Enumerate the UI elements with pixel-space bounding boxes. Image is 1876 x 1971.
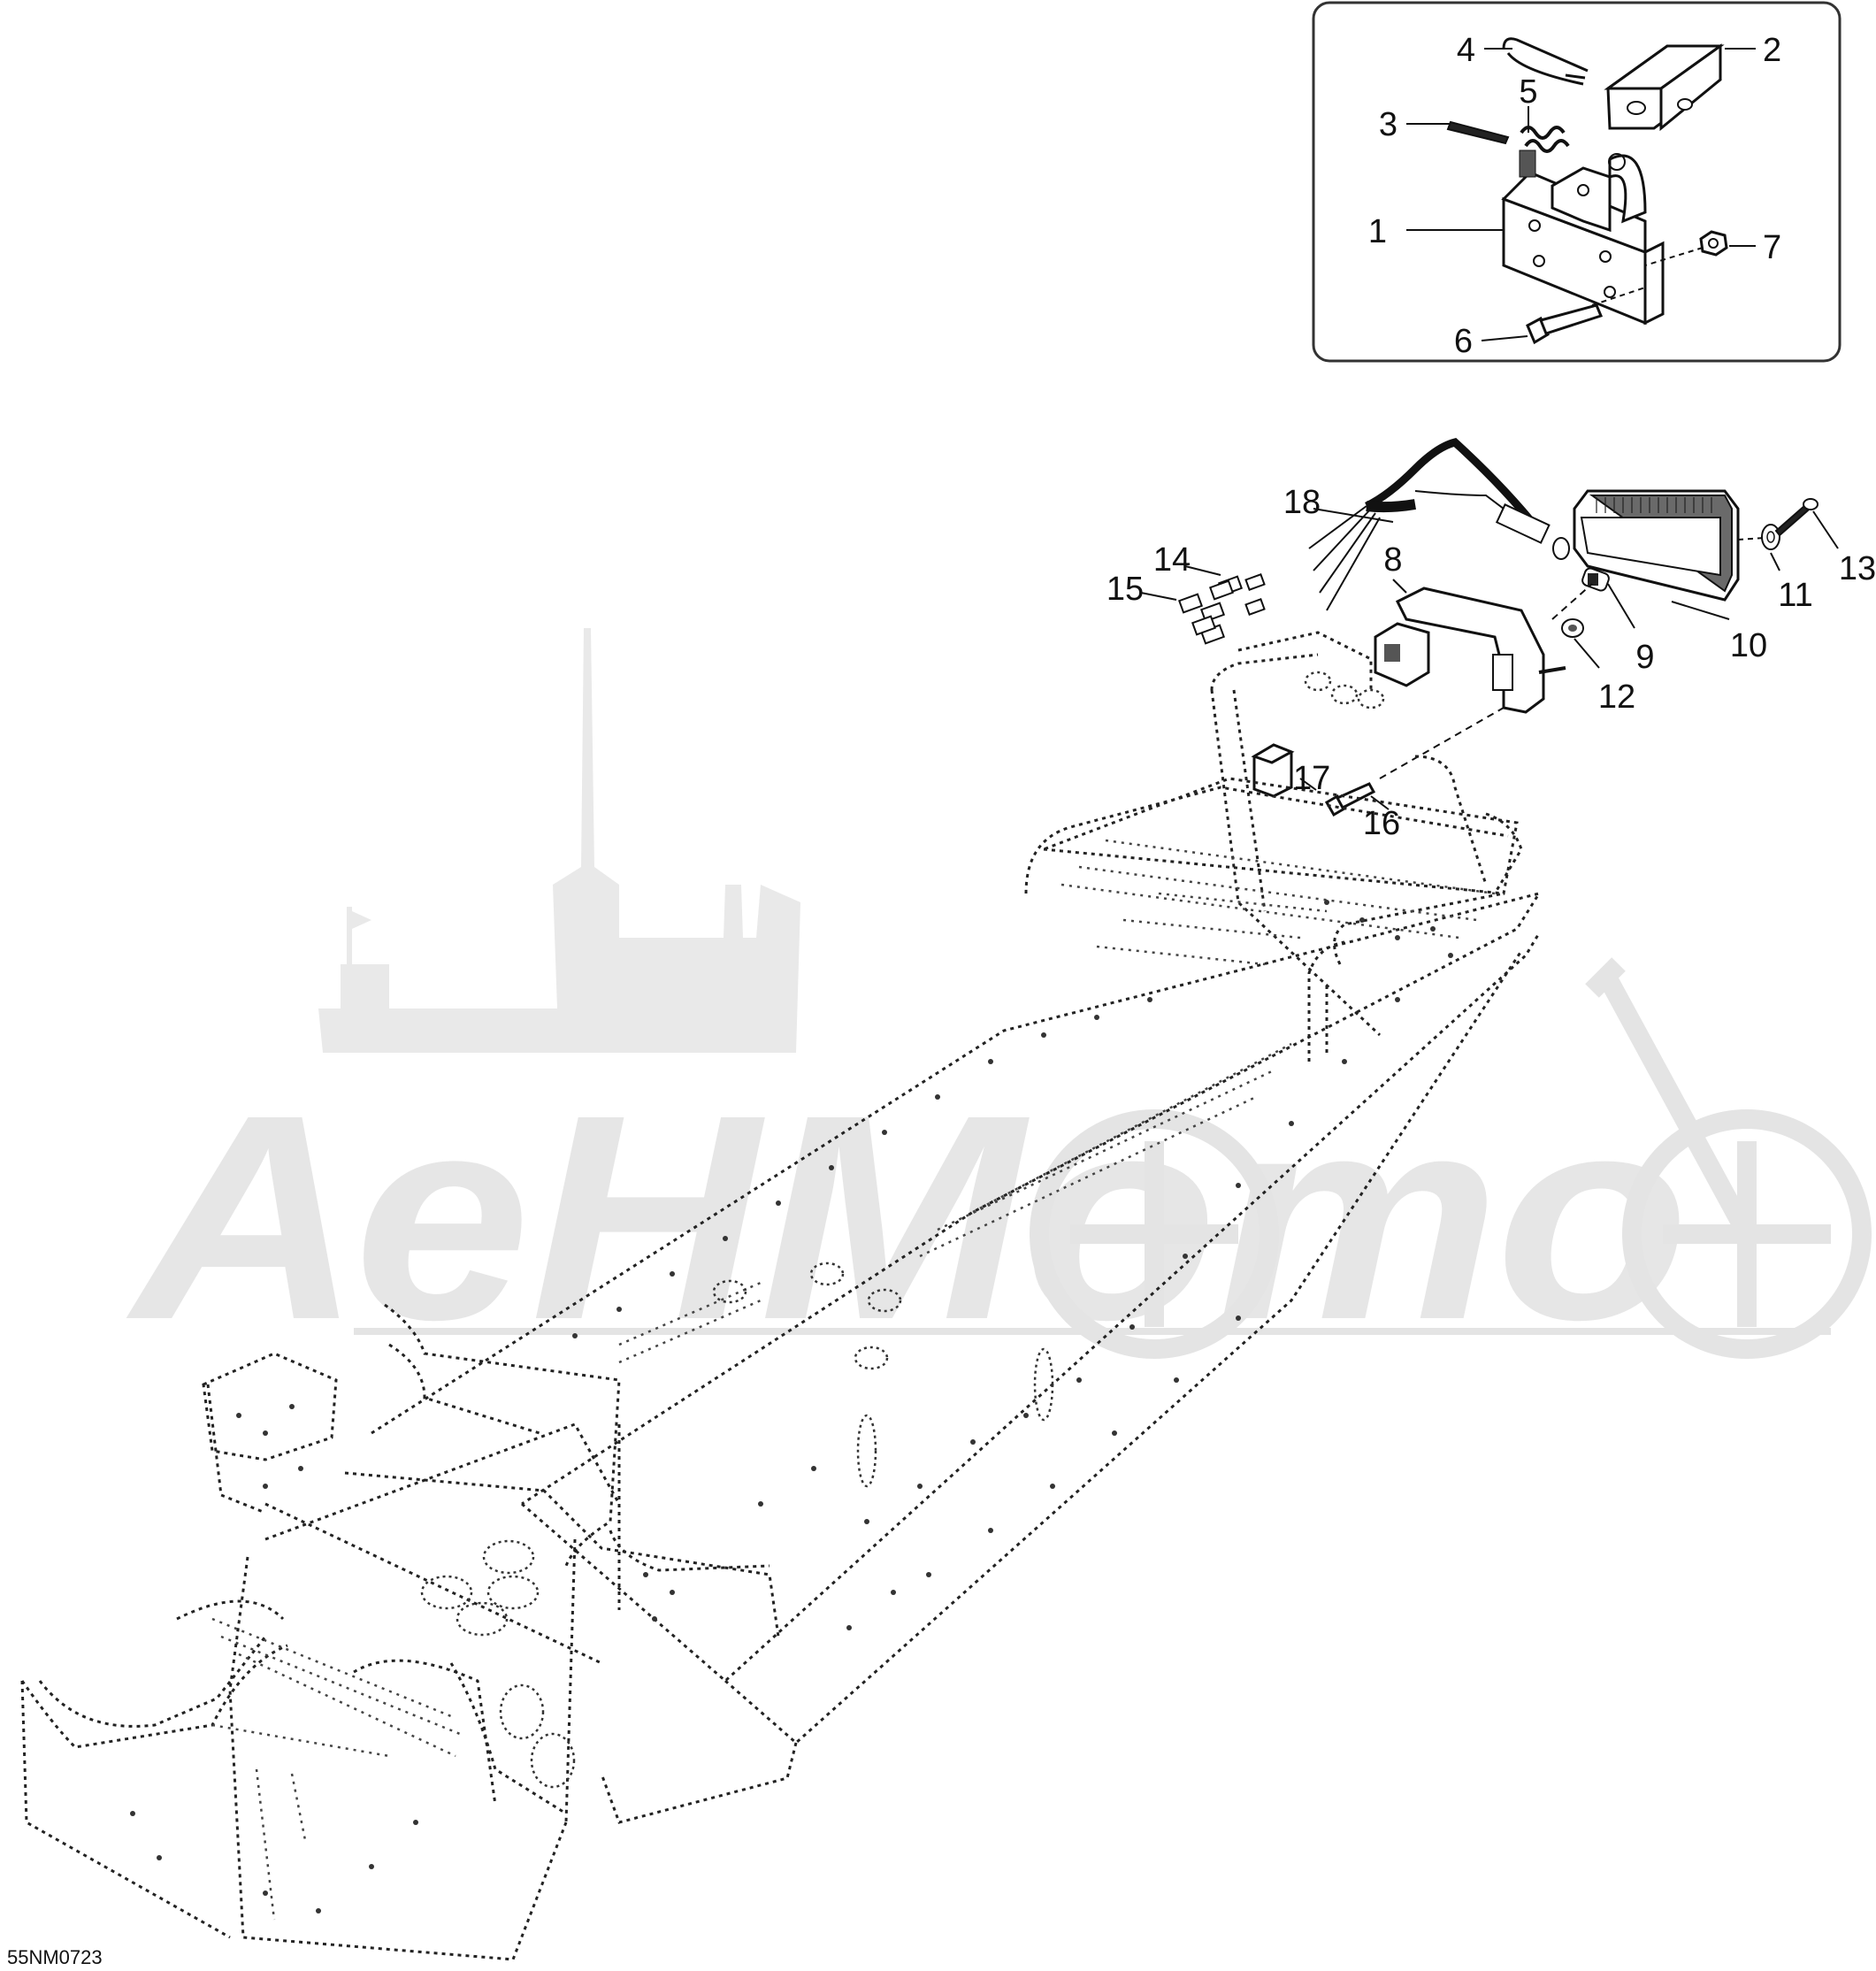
frame-rivets [130,900,1453,1913]
watermark-skyline-icon [318,628,800,1053]
connector-housings-part-15 [1177,579,1235,645]
callout-16: 16 [1363,805,1400,842]
washer-part-11 [1761,524,1780,550]
callout-10: 10 [1730,627,1767,664]
spring-part-5 [1519,126,1570,178]
callout-9: 9 [1635,639,1654,676]
callout-5: 5 [1519,73,1537,111]
chassis-frame [20,631,1543,1961]
callout-2: 2 [1763,32,1781,69]
callout-3: 3 [1379,106,1397,143]
wiring-harness-part-18 [1308,438,1570,611]
grommet-part-12 [1561,618,1584,638]
callout-13: 13 [1839,550,1876,587]
watermark-text: АеНМото [123,1054,1689,1380]
callout-6: 6 [1454,323,1473,360]
bolt-part-6 [1526,287,1646,345]
callout-15: 15 [1106,571,1144,608]
tail-light-assembly [1140,438,1839,817]
tail-light-housing-part-8 [1374,587,1566,714]
pin-part-3 [1446,120,1510,145]
watermark-motorcycle-icon [354,957,1872,1359]
watermark: АеНМото [123,628,1872,1380]
callout-8: 8 [1383,541,1402,579]
tail-light-lens-part-10 [1573,489,1740,602]
frame-holes [420,671,1385,1789]
inset-panel [1312,1,1842,363]
callout-labels: 1 2 3 4 5 6 7 8 9 10 11 12 13 14 15 16 1… [1106,32,1876,842]
callout-7: 7 [1763,229,1781,266]
callout-14: 14 [1153,541,1191,579]
hairpin-clip-part-4 [1502,37,1589,86]
callout-17: 17 [1293,760,1330,797]
callout-11: 11 [1778,577,1812,614]
drawing-id: 55NM0723 [7,1946,103,1968]
callout-4: 4 [1457,32,1475,69]
cap-part-2 [1604,43,1725,132]
screw-part-13 [1774,498,1819,537]
bulb-part-9 [1581,567,1610,592]
callout-12: 12 [1598,679,1635,716]
callout-1: 1 [1368,213,1387,250]
bracket-plate-part-1 [1501,153,1665,326]
callout-18: 18 [1283,484,1321,521]
nut-part-7 [1644,230,1728,266]
